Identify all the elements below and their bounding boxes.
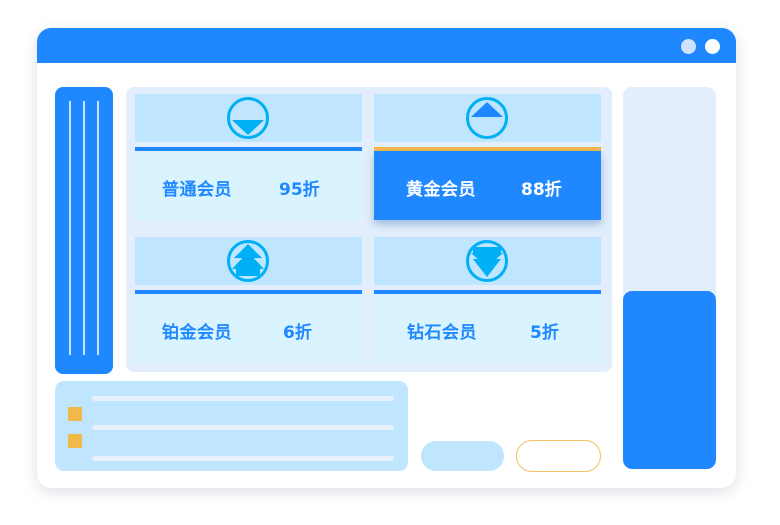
sidebar-line bbox=[69, 101, 71, 355]
card-header bbox=[135, 94, 362, 142]
card-header bbox=[374, 94, 601, 142]
card-body: 黄金会员 88折 bbox=[374, 151, 601, 220]
membership-card-gold[interactable]: 黄金会员 88折 bbox=[374, 94, 601, 220]
card-divider bbox=[135, 147, 362, 151]
primary-button[interactable] bbox=[421, 441, 504, 471]
card-divider bbox=[374, 290, 601, 294]
card-body: 普通会员 95折 bbox=[135, 151, 362, 220]
tier-discount: 88折 bbox=[521, 180, 562, 200]
window-control-dot[interactable] bbox=[681, 39, 696, 54]
tier-discount: 5折 bbox=[530, 323, 559, 343]
right-panel-block bbox=[623, 291, 716, 469]
sidebar-line bbox=[97, 101, 99, 355]
card-header bbox=[374, 237, 601, 285]
right-side-panel bbox=[623, 87, 716, 469]
sidebar-rail bbox=[55, 87, 113, 374]
list-panel bbox=[55, 381, 408, 471]
tier-name: 黄金会员 bbox=[406, 180, 476, 200]
secondary-button[interactable] bbox=[516, 440, 601, 472]
membership-card-platinum[interactable]: 铂金会员 6折 bbox=[135, 237, 362, 363]
circle-double-arrow-down-icon bbox=[466, 240, 508, 282]
list-bullet-icon bbox=[68, 407, 82, 421]
list-line bbox=[92, 396, 394, 401]
app-window: 普通会员 95折 黄金会员 88折 bbox=[37, 28, 736, 488]
tier-name: 钻石会员 bbox=[407, 323, 477, 343]
card-body: 钻石会员 5折 bbox=[374, 294, 601, 363]
tier-name: 铂金会员 bbox=[162, 323, 232, 343]
card-divider bbox=[374, 147, 601, 151]
tier-discount: 6折 bbox=[283, 323, 312, 343]
list-line bbox=[92, 425, 394, 430]
card-body: 铂金会员 6折 bbox=[135, 294, 362, 363]
membership-card-regular[interactable]: 普通会员 95折 bbox=[135, 94, 362, 220]
title-bar bbox=[37, 28, 736, 63]
tier-name: 普通会员 bbox=[162, 180, 232, 200]
circle-arrow-down-icon bbox=[227, 97, 269, 139]
card-header bbox=[135, 237, 362, 285]
membership-grid: 普通会员 95折 黄金会员 88折 bbox=[126, 87, 612, 372]
list-line bbox=[92, 456, 394, 461]
circle-double-arrow-up-icon bbox=[227, 240, 269, 282]
circle-arrow-up-icon bbox=[466, 97, 508, 139]
window-control-dot[interactable] bbox=[705, 39, 720, 54]
membership-card-diamond[interactable]: 钻石会员 5折 bbox=[374, 237, 601, 363]
sidebar-line bbox=[83, 101, 85, 355]
list-bullet-icon bbox=[68, 434, 82, 448]
tier-discount: 95折 bbox=[279, 180, 320, 200]
card-divider bbox=[135, 290, 362, 294]
